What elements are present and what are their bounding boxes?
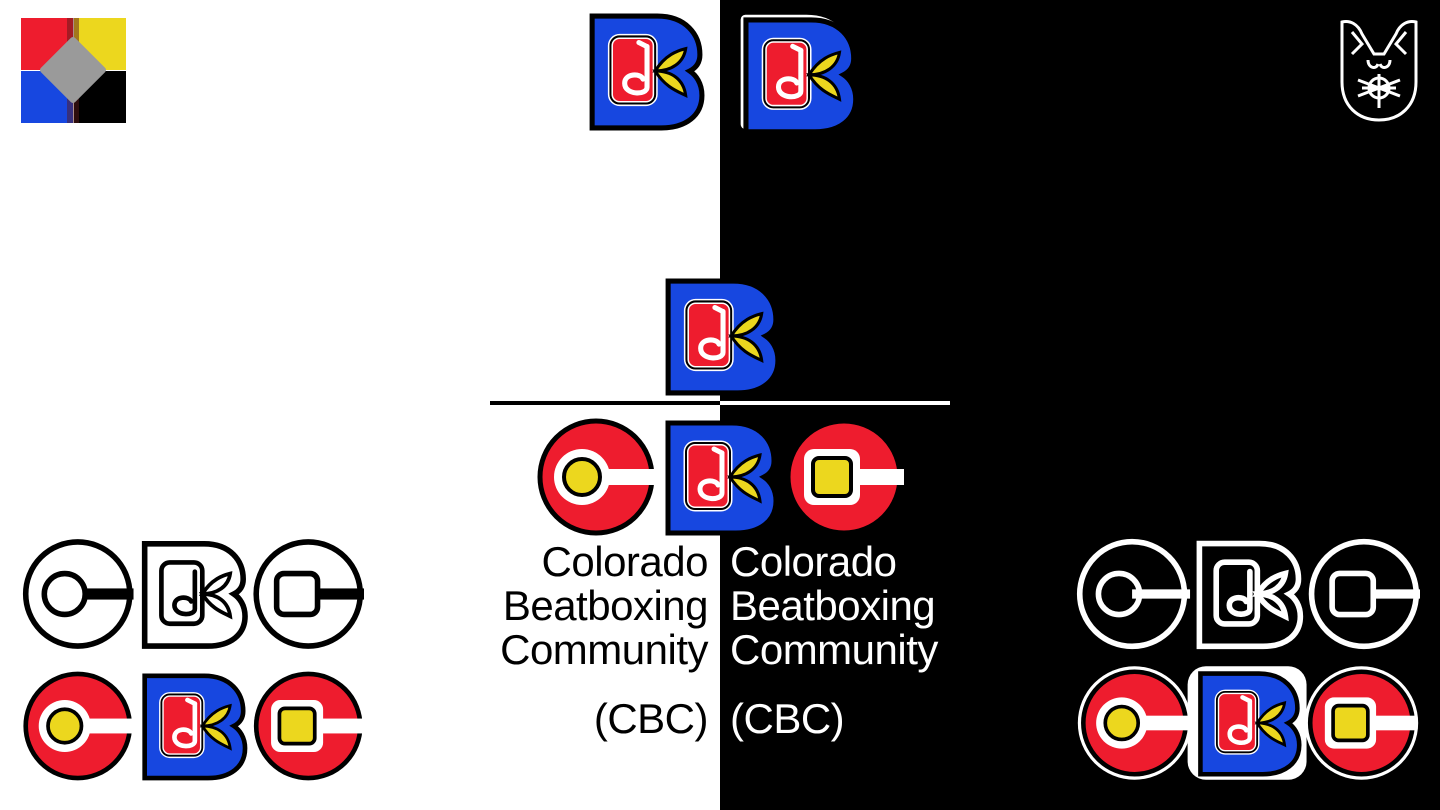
cbc-logo-outline-light [22,536,364,652]
wordmark-on-dark: Colorado Beatboxing Community [730,540,938,672]
b-mark-outline-icon [145,544,245,646]
b-mark-icon [668,423,776,533]
cbc-logo-center [536,417,904,537]
light-background-panel [0,0,720,810]
wordmark-line-3: Community [730,626,938,673]
c-circle-icon [1083,672,1189,774]
wordmark-line-3: Community [500,626,708,673]
c-square-icon [788,421,904,533]
b-mark-icon [145,676,245,778]
wordmark-line-2: Beatboxing [502,582,709,629]
dark-background-panel [720,0,1440,810]
abbreviation-on-light: (CBC) [593,695,709,742]
c-square-icon [1310,672,1416,774]
c-square-outline-icon [256,542,366,646]
wordmark-on-light: Colorado Beatboxing Community [500,540,708,672]
wordmark-line-1: Colorado [541,538,709,585]
c-circle-icon [26,674,134,778]
c-circle-outline-icon [26,542,136,646]
cbc-logo-color-dark [1076,664,1420,782]
color-palette-icon [21,18,126,123]
rabbit-emblem-icon [1338,16,1420,124]
c-circle-icon [540,421,656,533]
b-mark-icon-on-dark [734,10,856,132]
divider-line-light [490,401,720,405]
wordmark-line-1: Colorado [730,538,897,585]
b-mark-icon-center [660,275,782,397]
divider-line-dark [720,401,950,405]
b-mark-icon-on-light [584,10,706,132]
cbc-logo-color-light [22,668,364,784]
cbc-logo-outline-dark [1076,536,1420,652]
wordmark-line-2: Beatboxing [730,582,936,629]
c-square-icon [256,674,364,778]
b-mark-icon [1200,674,1299,775]
abbreviation-on-dark: (CBC) [730,695,845,742]
